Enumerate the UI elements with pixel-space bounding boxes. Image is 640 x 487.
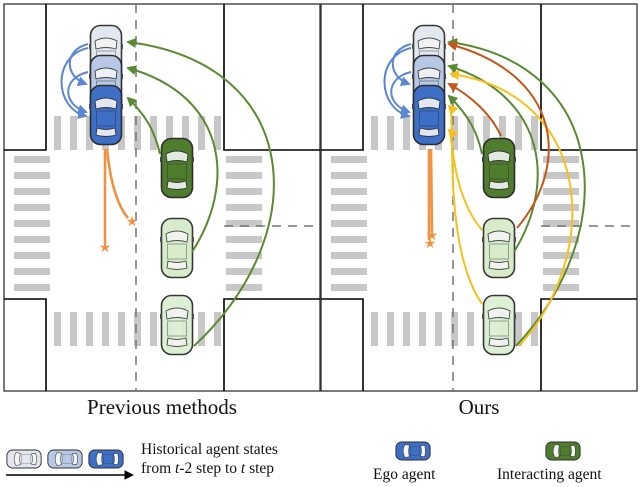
legend [6,441,581,480]
star-marker: ★ [126,215,139,230]
legend-history-t1: t [175,460,180,477]
legend-history-t2: t [240,460,246,477]
interacting-car-faded-1 [482,217,516,279]
right-panel: ★ ★ [320,3,638,392]
star-marker: ★ [424,237,437,252]
legend-history-line2: from t-2 step to t step [141,459,274,478]
ego-car [89,84,123,146]
legend-history-end: step [245,460,275,477]
left-panel-caption: Previous methods [87,395,237,419]
legend-history-line1: Historical agent states [141,441,278,458]
legend-history-car-t-2 [6,449,42,469]
interacting-car-faded-2 [482,294,516,356]
interacting-car [160,137,194,199]
ego-car [412,84,446,146]
legend-interacting-car [545,441,581,461]
star-marker: ★ [426,229,439,244]
legend-history-car-t-1 [47,449,83,469]
interacting-car-faded-2 [160,294,194,356]
legend-history-mid: -2 step to [179,460,241,477]
legend-history-from: from [141,460,176,477]
legend-history-car-t [88,449,124,469]
star-marker: ★ [99,241,112,256]
left-panel: ★ ★ [3,3,321,392]
legend-ego-car [395,441,431,461]
legend-interacting-label: Interacting agent [497,466,602,483]
interacting-car [482,137,516,199]
right-panel-caption: Ours [458,395,500,419]
legend-ego-label: Ego agent [373,466,436,483]
interacting-car-faded-1 [160,217,194,279]
